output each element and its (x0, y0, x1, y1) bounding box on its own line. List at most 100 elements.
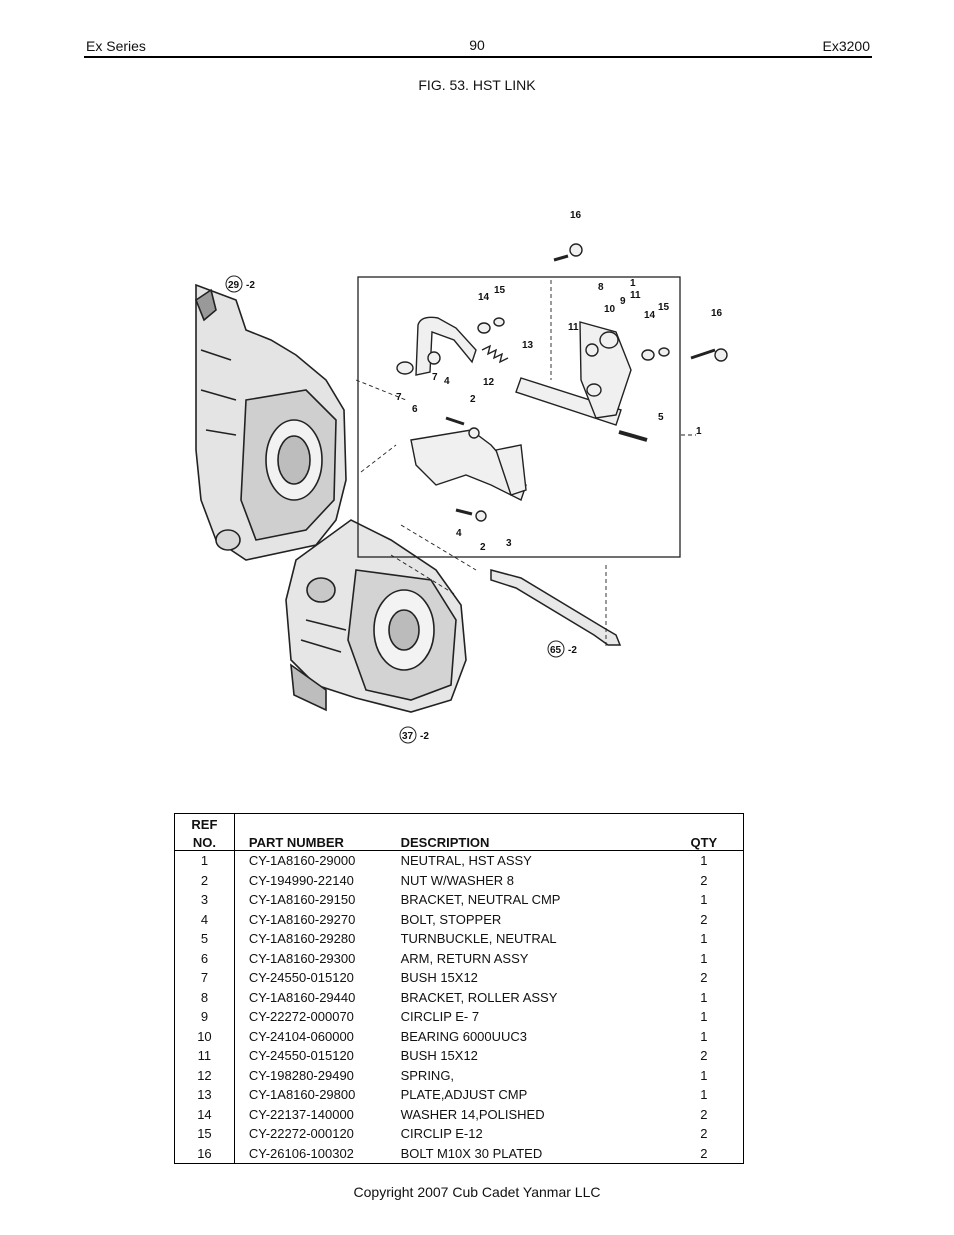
callout: 16 (570, 210, 582, 221)
qty-cell: 1 (700, 989, 708, 1005)
table-header-row: REF (174, 813, 744, 832)
ref-cell: 16 (174, 1143, 235, 1164)
qty-cell: 2 (700, 872, 708, 888)
qty-cell: 1 (700, 1087, 708, 1102)
callout: 8 (598, 282, 604, 293)
description-cell: BRACKET, NEUTRAL CMP (400, 892, 561, 907)
description-cell: SPRING, (400, 1067, 455, 1083)
col-description: DESCRIPTION (400, 832, 665, 851)
qty-cell: 1 (700, 950, 708, 966)
description-cell: PLATE,ADJUST CMP (400, 1087, 528, 1102)
callout: 37 (402, 731, 414, 742)
ref-cell: 4 (174, 909, 235, 929)
ref-cell: 14 (174, 1104, 235, 1124)
part-number-cell: CY-24550-015120 (248, 970, 354, 985)
callout: 2 (480, 542, 486, 553)
qty-cell: 1 (700, 1067, 708, 1083)
callout: 15 (494, 285, 506, 296)
description-cell: NUT W/WASHER 8 (400, 872, 514, 888)
leader-lines (355, 280, 696, 648)
callout: 1 (696, 426, 702, 437)
part-number-cell: CY-26106-100302 (248, 1145, 354, 1161)
qty-cell: 1 (700, 853, 708, 868)
part-number-cell: CY-1A8160-29440 (248, 989, 356, 1005)
description-cell: ARM, RETURN ASSY (400, 950, 529, 966)
part-number-cell: CY-1A8160-29150 (248, 892, 356, 907)
col-qty: QTY (664, 832, 744, 851)
part-number-cell: CY-24104-060000 (248, 1028, 354, 1044)
part-number-cell: CY-1A8160-29270 (248, 911, 356, 927)
col-ref-line1: REF (174, 813, 235, 832)
callout: 29 (228, 280, 240, 291)
callout: 7 (396, 392, 402, 403)
description-cell: BUSH 15X12 (400, 970, 478, 985)
callout: 1 (630, 278, 636, 289)
callout: 14 (644, 310, 656, 321)
qty-cell: 1 (700, 892, 708, 907)
callout: 9 (620, 296, 626, 307)
callout: 11 (568, 322, 579, 333)
callout: 65 (550, 645, 562, 656)
callout: 15 (658, 302, 670, 313)
qty-cell: 2 (700, 970, 708, 985)
description-cell: TURNBUCKLE, NEUTRAL (400, 931, 557, 946)
qty-cell: 2 (700, 1048, 708, 1063)
callout: 11 (630, 290, 641, 301)
description-cell: WASHER 14,POLISHED (400, 1106, 545, 1122)
part-number-cell: CY-22137-140000 (248, 1106, 354, 1122)
part-number-cell: CY-22272-000120 (248, 1126, 354, 1141)
callout-circle (547, 640, 565, 658)
ref-cell: 8 (174, 987, 235, 1007)
callout-labels: 16 29 -2 14 15 8 1 9 11 10 11 14 15 16 1… (225, 210, 723, 744)
qty-cell: 2 (700, 1126, 708, 1141)
callout-circle (399, 726, 417, 744)
part-number-cell: CY-198280-29490 (248, 1067, 354, 1083)
col-part-number: PART NUMBER (234, 832, 401, 851)
ref-cell: 5 (174, 929, 235, 949)
qty-cell: 2 (700, 1145, 708, 1161)
header-model: Ex3200 (822, 38, 870, 54)
description-cell: BOLT, STOPPER (400, 911, 502, 927)
callout: 10 (604, 304, 616, 315)
table-row: 16 CY-26106-100302 BOLT M10X 30 PLATED 2 (174, 1143, 744, 1164)
callout: -2 (568, 645, 577, 656)
table-header-row: NO. PART NUMBER DESCRIPTION QTY (174, 832, 744, 851)
ref-cell: 13 (174, 1085, 235, 1105)
ref-cell: 7 (174, 968, 235, 988)
ref-cell: 3 (174, 890, 235, 910)
qty-cell: 1 (700, 931, 708, 946)
callout: 12 (483, 377, 495, 388)
ref-cell: 15 (174, 1124, 235, 1144)
table-row: 7 CY-24550-015120 BUSH 15X12 2 (174, 968, 744, 988)
header-series: Ex Series (86, 38, 146, 54)
callout: 7 (432, 372, 438, 383)
description-cell: BOLT M10X 30 PLATED (400, 1145, 543, 1161)
transmission-housing-front (285, 519, 467, 713)
hst-link-parts (396, 243, 728, 522)
exploded-parts-diagram: 16 29 -2 14 15 8 1 9 11 10 11 14 15 16 1… (176, 100, 790, 800)
ref-cell: 1 (174, 850, 235, 871)
part-number-cell: CY-194990-22140 (248, 872, 354, 888)
callout: -2 (420, 731, 429, 742)
page-number: 90 (469, 37, 485, 53)
qty-cell: 1 (700, 1028, 708, 1044)
callout: 4 (456, 528, 462, 539)
callout-circle (225, 275, 243, 293)
part-number-cell: CY-1A8160-29280 (248, 931, 356, 946)
diagram-svg: 16 29 -2 14 15 8 1 9 11 10 11 14 15 16 1… (195, 210, 728, 744)
callout: 13 (522, 340, 534, 351)
figure-title: FIG. 53. HST LINK (418, 77, 536, 93)
table-row: 3 CY-1A8160-29150 BRACKET, NEUTRAL CMP 1 (174, 890, 744, 910)
header-rule (84, 56, 872, 58)
qty-cell: 2 (700, 1106, 708, 1122)
